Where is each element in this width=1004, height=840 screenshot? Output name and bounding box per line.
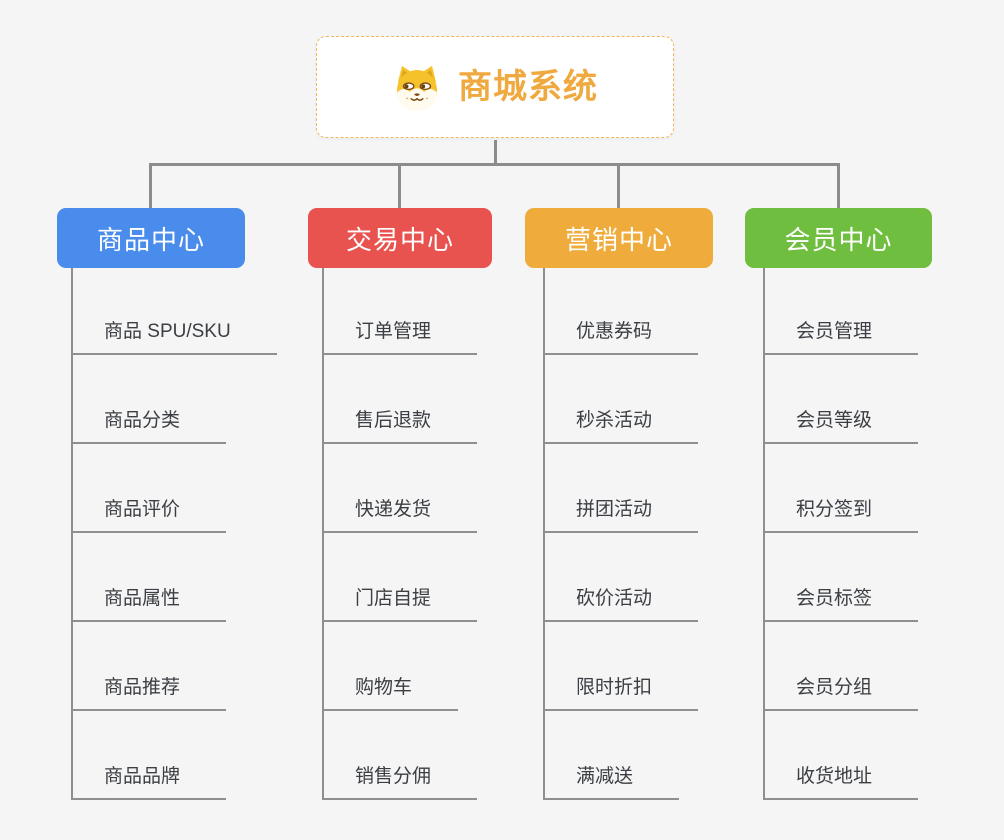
connector-drop-branch-1 bbox=[149, 163, 152, 208]
leaf-flash-sale[interactable]: 秒杀活动 bbox=[543, 408, 699, 444]
branch-member-center[interactable]: 会员中心 bbox=[745, 208, 932, 268]
leaf-product-spu-sku[interactable]: 商品 SPU/SKU bbox=[71, 319, 277, 355]
connector-spine-branch-3 bbox=[543, 268, 545, 800]
connector-drop-branch-2 bbox=[398, 163, 401, 208]
branch-product-center[interactable]: 商品中心 bbox=[57, 208, 245, 268]
connector-spine-branch-4 bbox=[763, 268, 765, 800]
leaf-express-shipping[interactable]: 快递发货 bbox=[322, 497, 478, 533]
root-title: 商城系统 bbox=[458, 68, 598, 106]
leaf-points-checkin[interactable]: 积分签到 bbox=[763, 497, 919, 533]
leaf-product-category[interactable]: 商品分类 bbox=[71, 408, 227, 444]
root-topic[interactable]: 商城系统 bbox=[316, 36, 674, 138]
connector-spine-branch-2 bbox=[322, 268, 324, 800]
leaf-member-level[interactable]: 会员等级 bbox=[763, 408, 919, 444]
leaf-product-brand[interactable]: 商品品牌 bbox=[71, 764, 227, 800]
leaf-shipping-address[interactable]: 收货地址 bbox=[763, 764, 919, 800]
leaf-full-reduction[interactable]: 满减送 bbox=[543, 764, 680, 800]
branch-marketing-center[interactable]: 营销中心 bbox=[525, 208, 713, 268]
leaf-coupon-code[interactable]: 优惠券码 bbox=[543, 319, 699, 355]
branch-trade-center[interactable]: 交易中心 bbox=[308, 208, 492, 268]
connector-rail bbox=[149, 163, 840, 166]
leaf-member-management[interactable]: 会员管理 bbox=[763, 319, 919, 355]
leaf-product-recommend[interactable]: 商品推荐 bbox=[71, 675, 227, 711]
leaf-product-review[interactable]: 商品评价 bbox=[71, 497, 227, 533]
leaf-order-management[interactable]: 订单管理 bbox=[322, 319, 478, 355]
dog-face-icon bbox=[397, 65, 437, 111]
leaf-member-group[interactable]: 会员分组 bbox=[763, 675, 919, 711]
connector-drop-branch-4 bbox=[837, 163, 840, 208]
leaf-time-discount[interactable]: 限时折扣 bbox=[543, 675, 699, 711]
leaf-bargain[interactable]: 砍价活动 bbox=[543, 586, 699, 622]
leaf-aftersale-refund[interactable]: 售后退款 bbox=[322, 408, 478, 444]
leaf-sales-commission[interactable]: 销售分佣 bbox=[322, 764, 478, 800]
leaf-product-attr[interactable]: 商品属性 bbox=[71, 586, 227, 622]
connector-root-drop bbox=[494, 140, 497, 166]
connector-spine-branch-1 bbox=[71, 268, 73, 800]
leaf-group-buy[interactable]: 拼团活动 bbox=[543, 497, 699, 533]
connector-drop-branch-3 bbox=[617, 163, 620, 208]
leaf-member-tag[interactable]: 会员标签 bbox=[763, 586, 919, 622]
leaf-shopping-cart[interactable]: 购物车 bbox=[322, 675, 459, 711]
leaf-store-pickup[interactable]: 门店自提 bbox=[322, 586, 478, 622]
